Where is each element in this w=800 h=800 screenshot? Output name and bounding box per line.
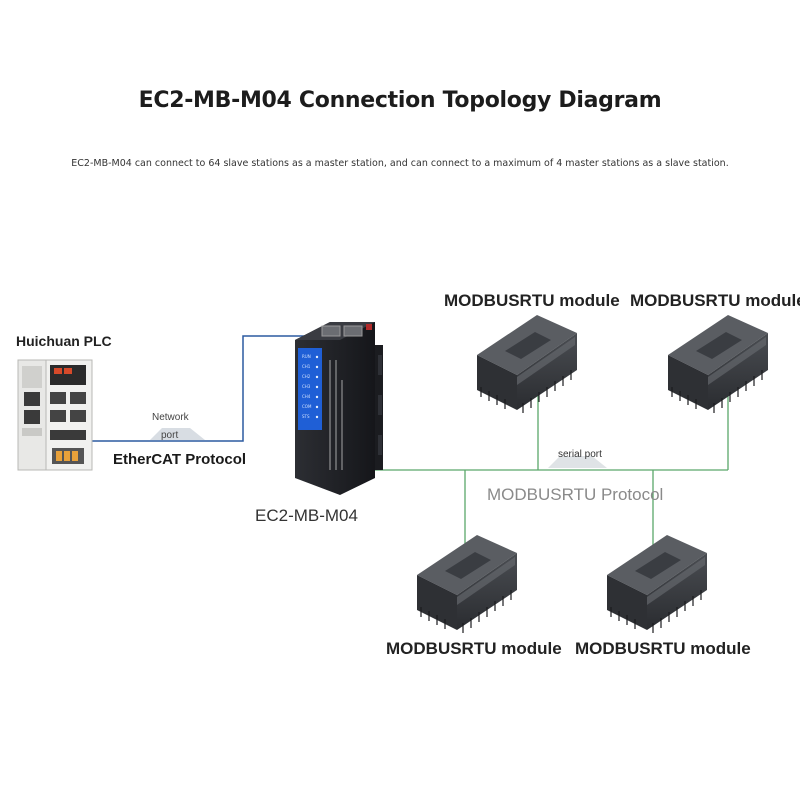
svg-text:CH3: CH3 <box>302 384 311 389</box>
svg-text:STS: STS <box>302 414 310 419</box>
modbus-module-3 <box>416 534 518 634</box>
ethercat-protocol-label: EtherCAT Protocol <box>113 451 247 468</box>
modbus-module-2 <box>667 314 769 414</box>
network-port-tag <box>150 428 205 440</box>
serial-bus-lines <box>375 395 729 545</box>
svg-text:COM: COM <box>302 404 312 409</box>
plc-device <box>17 359 93 471</box>
ethercat-cable <box>90 335 323 442</box>
modbus-module-1 <box>476 314 578 414</box>
modbus-module-4 <box>606 534 708 634</box>
port-label: port <box>161 430 179 441</box>
module-label-1: MODBUSRTU module <box>444 291 620 310</box>
svg-text:CH2: CH2 <box>302 374 311 379</box>
serial-port-label: serial port <box>558 449 602 460</box>
svg-text:CH1: CH1 <box>302 364 311 369</box>
diagram-subtitle: EC2-MB-M04 can connect to 64 slave stati… <box>71 158 729 169</box>
network-label: Network <box>152 412 189 423</box>
module-label-4: MODBUSRTU module <box>575 639 751 658</box>
module-label-2: MODBUSRTU module <box>630 291 800 310</box>
plc-label: Huichuan PLC <box>16 333 112 349</box>
svg-text:CH4: CH4 <box>302 394 311 399</box>
diagram-title: EC2-MB-M04 Connection Topology Diagram <box>138 88 662 113</box>
gateway-label: EC2-MB-M04 <box>255 506 358 525</box>
svg-text:RUN: RUN <box>302 354 311 359</box>
serial-port-tag <box>548 456 607 468</box>
modbus-protocol-label: MODBUSRTU Protocol <box>487 485 664 504</box>
module-label-3: MODBUSRTU module <box>386 639 562 658</box>
